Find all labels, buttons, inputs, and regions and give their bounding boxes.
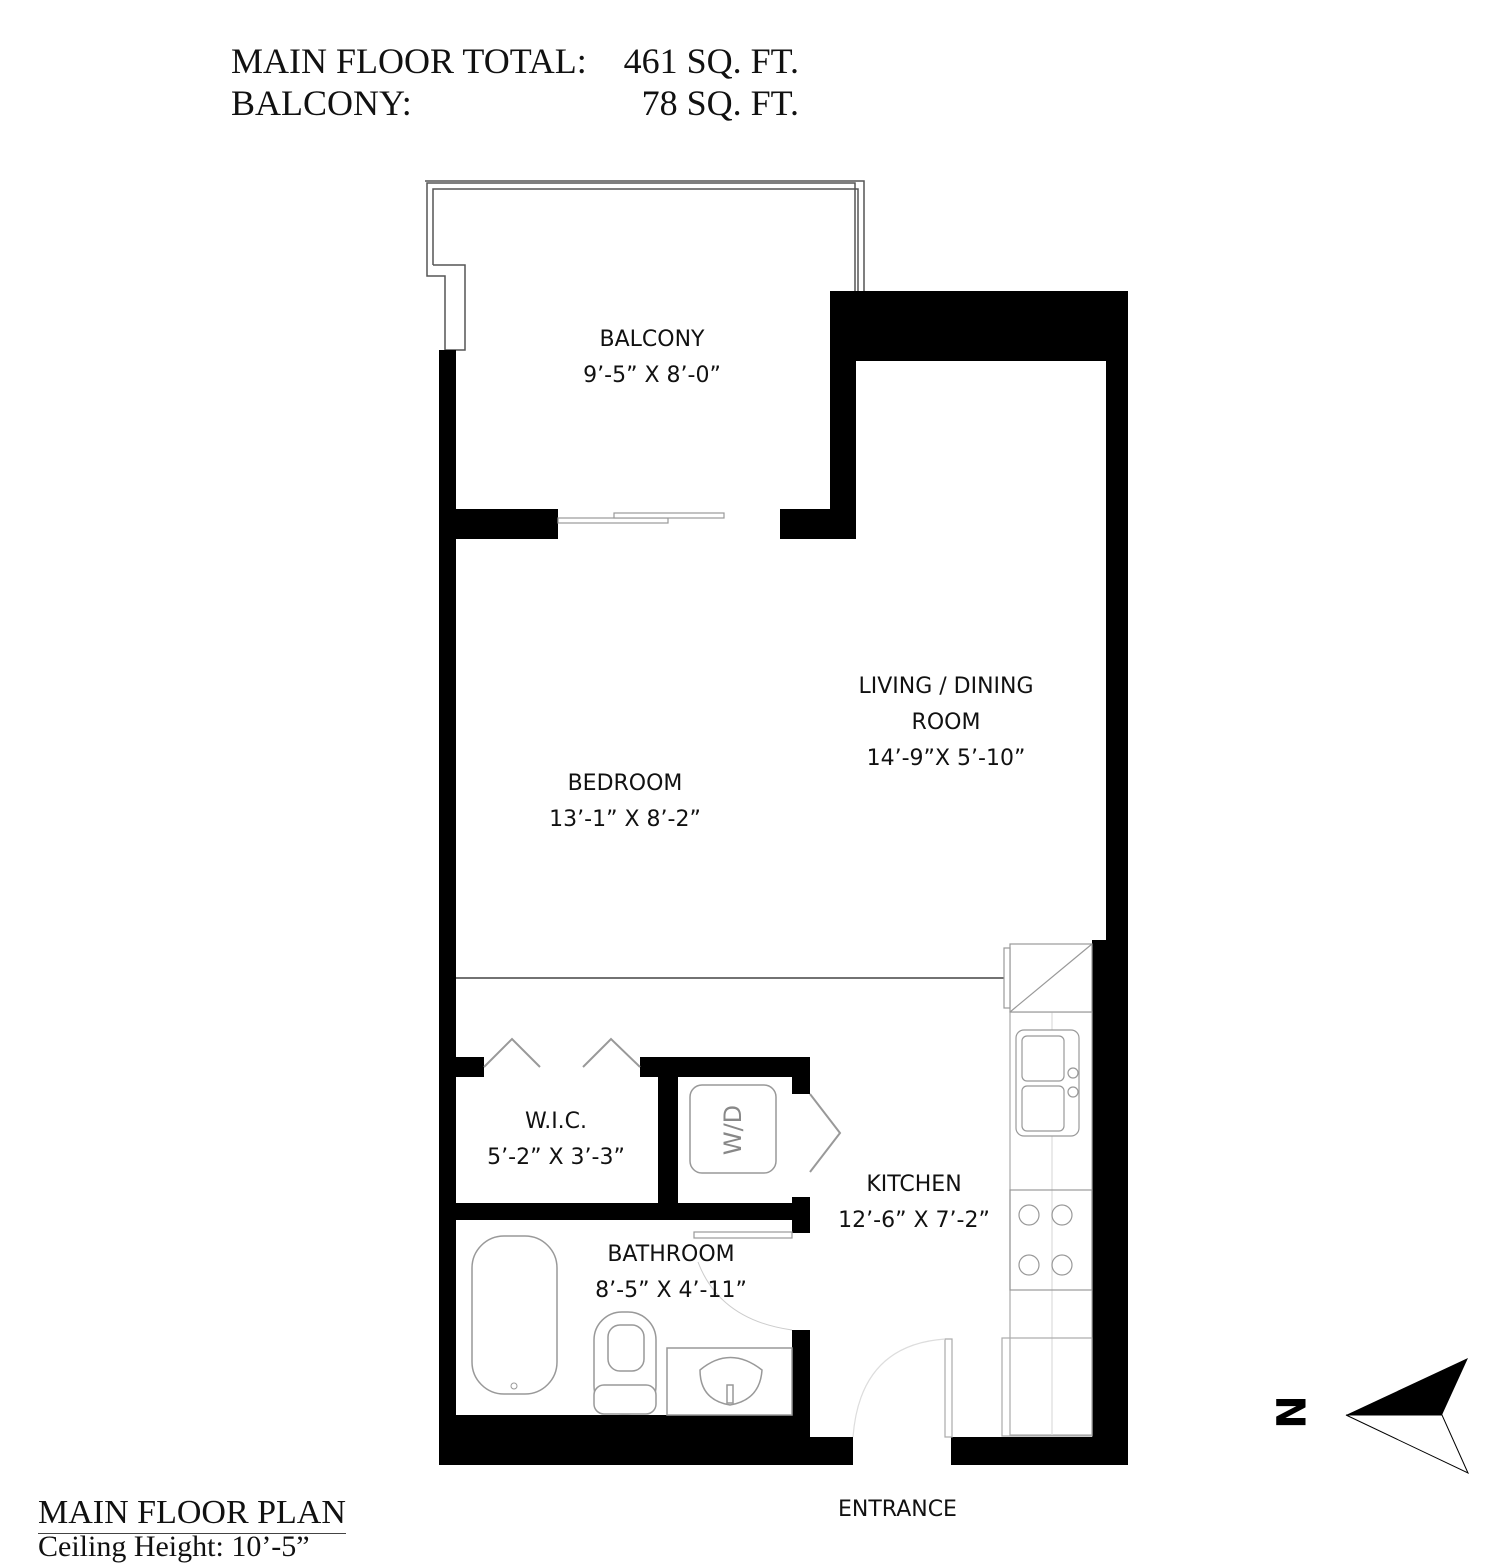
- balcony-railing: [425, 180, 865, 351]
- main-floor-total-value: 461 SQ. FT.: [623, 41, 799, 81]
- laundry-bifold-door: [809, 1093, 842, 1173]
- bathroom-label: BATHROOM 8’-5” X 4’-11”: [595, 1242, 747, 1303]
- north-arrow-icon: [1345, 1358, 1470, 1475]
- kitchen-label: KITCHEN 12’-6” X 7’-2”: [838, 1172, 990, 1233]
- compass-north-label: N: [1269, 1395, 1316, 1429]
- main-floor-total-row: MAIN FLOOR TOTAL: 461 SQ. FT.: [231, 40, 799, 82]
- entrance-door: [852, 1338, 953, 1438]
- ceiling-height: Ceiling Height: 10’-5”: [38, 1530, 310, 1563]
- bathroom-door-swing: [697, 1261, 793, 1331]
- stove: [1009, 1189, 1093, 1291]
- balcony-total-value: 78 SQ. FT.: [641, 83, 799, 123]
- toilet: [593, 1311, 657, 1415]
- balcony-label: BALCONY 9’-5” X 8’-0”: [583, 327, 721, 388]
- balcony-total-label: BALCONY:: [231, 83, 412, 123]
- vanity-sink: [666, 1347, 793, 1416]
- dishwasher: [1001, 1337, 1093, 1437]
- bathtub: [471, 1235, 558, 1395]
- living-dining-label: LIVING / DINING ROOM 14’-9”X 5’-10”: [858, 674, 1034, 771]
- washer-dryer-label: W/D: [719, 1104, 747, 1156]
- plan-title: MAIN FLOOR PLAN: [38, 1495, 346, 1534]
- washer-dryer: [689, 1084, 777, 1174]
- sliding-door: [557, 512, 725, 524]
- kitchen-sink: [1015, 1029, 1080, 1137]
- wic-bifold-doors: [483, 1037, 641, 1068]
- main-floor-total-label: MAIN FLOOR TOTAL:: [231, 41, 587, 81]
- balcony-total-row: BALCONY: 78 SQ. FT.: [231, 82, 799, 124]
- refrigerator: [1003, 943, 1093, 1013]
- entrance-label: ENTRANCE: [838, 1497, 957, 1522]
- tub-drain: [510, 1382, 518, 1390]
- area-summary: MAIN FLOOR TOTAL: 461 SQ. FT. BALCONY: 7…: [231, 40, 799, 124]
- walls: [439, 291, 1128, 1465]
- bathroom-pocket-door: [693, 1231, 793, 1239]
- bedroom-label: BEDROOM 13’-1” X 8’-2”: [549, 771, 701, 832]
- wic-label: W.I.C. 5’-2” X 3’-3”: [487, 1109, 625, 1170]
